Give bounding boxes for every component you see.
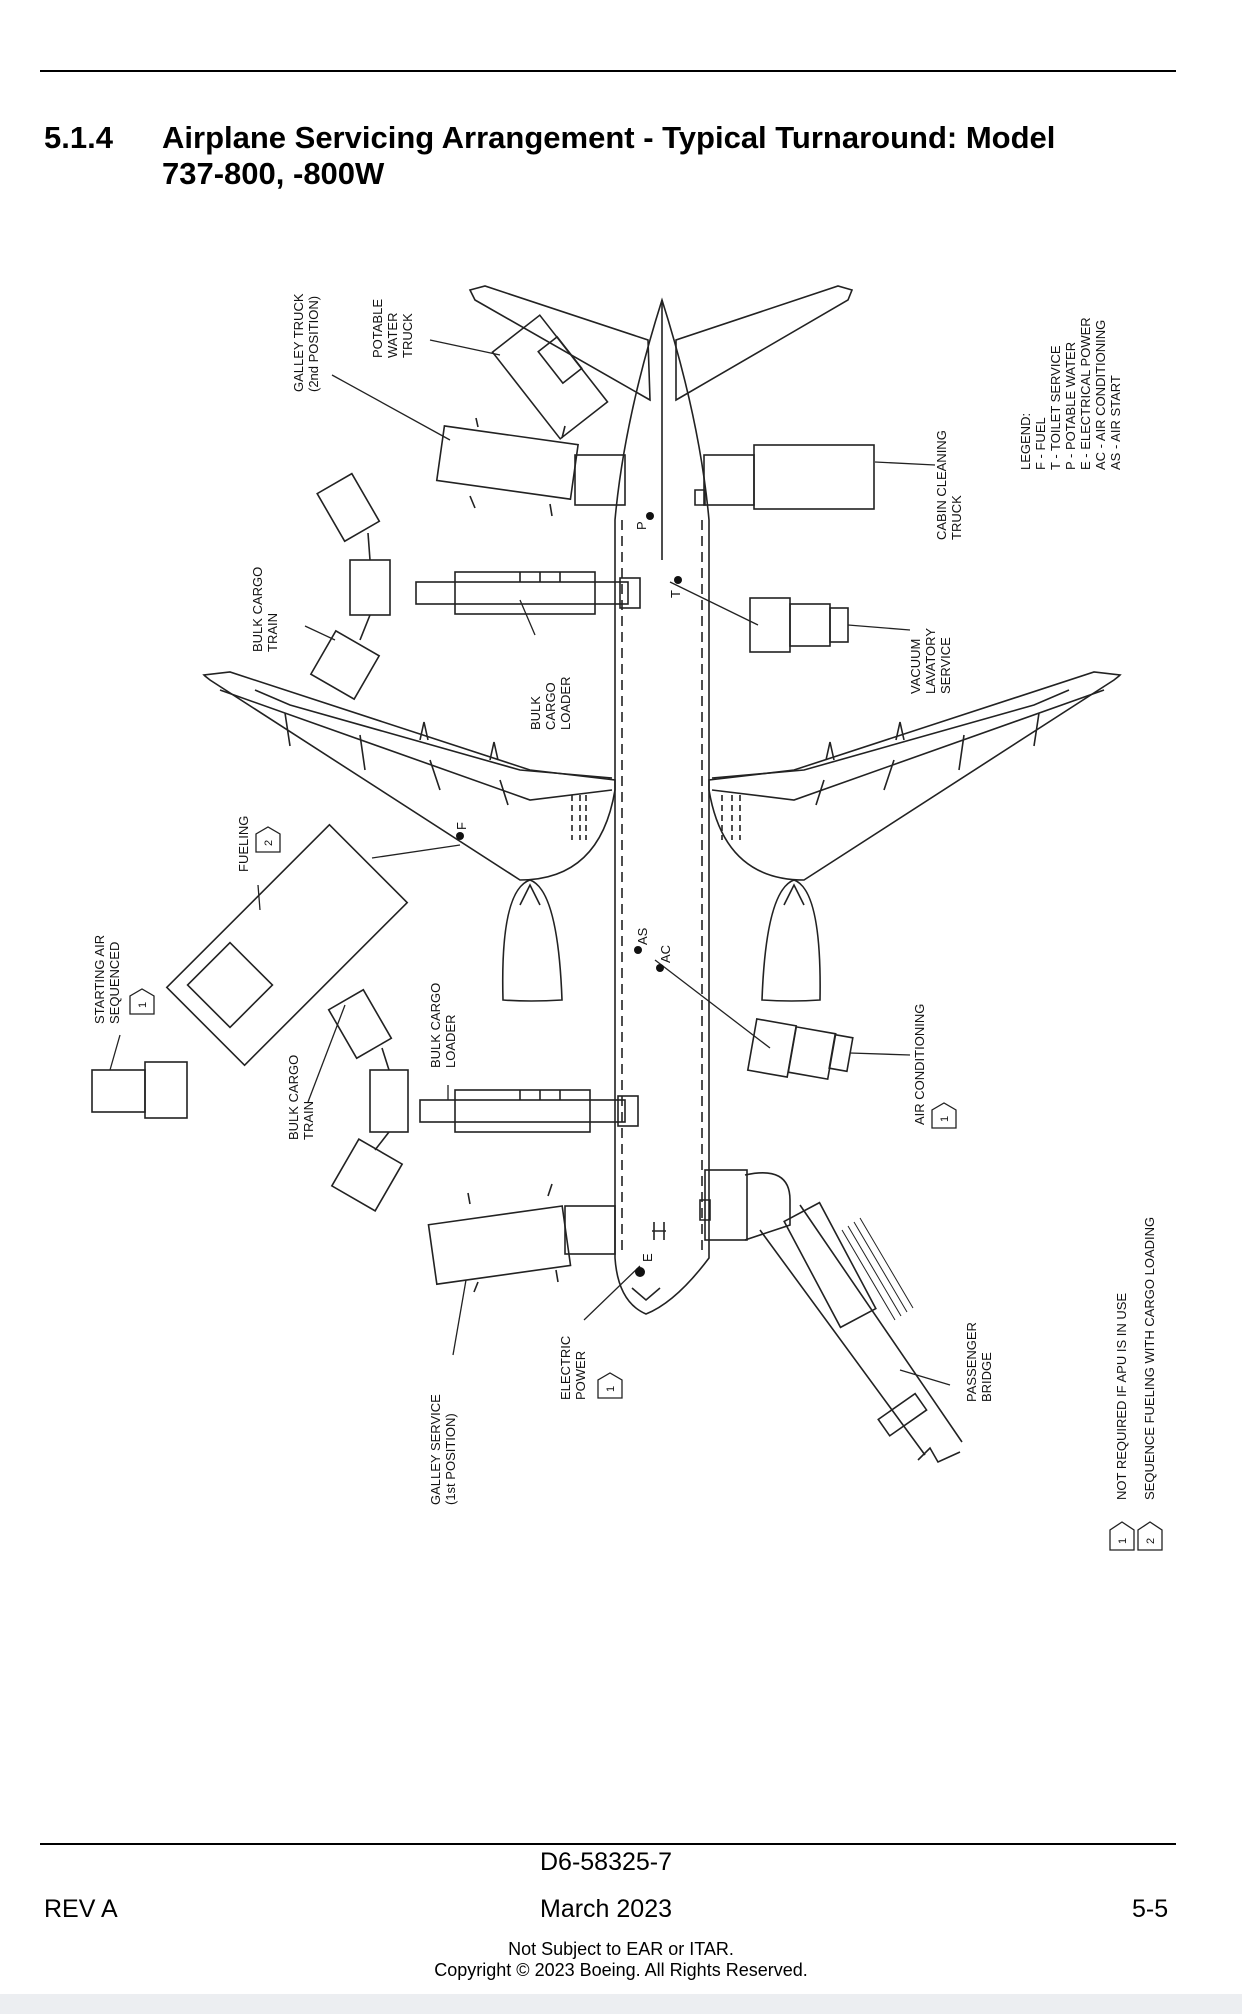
passenger-bridge <box>704 1169 963 1464</box>
point-e-label: E <box>640 1253 655 1262</box>
stabilizer-right <box>675 285 854 402</box>
point-f-label: F <box>454 822 469 830</box>
bulk-cargo-train-fwd <box>309 472 391 701</box>
legend-title: LEGEND: <box>1018 413 1033 470</box>
label-cabin-cleaning-truck: CABIN CLEANING TRUCK <box>934 427 964 540</box>
fuel-truck <box>165 823 409 1067</box>
label-bulk-cargo-train-aft: BULK CARGO TRAIN <box>286 1051 316 1140</box>
page-number: 5-5 <box>1132 1895 1169 1923</box>
legend-item-air-conditioning: AC - AIR CONDITIONING <box>1093 320 1108 470</box>
label-bulk-cargo-loader-fwd: BULK CARGO LOADER <box>528 677 573 730</box>
revision: REV A <box>44 1895 118 1923</box>
fuselage <box>614 297 710 1315</box>
engine-right-inlet <box>783 883 805 906</box>
label-starting-air: STARTING AIR SEQUENCED <box>92 931 122 1024</box>
flag-fueling <box>255 826 281 853</box>
label-bulk-cargo-loader-aft: BULK CARGO LOADER <box>428 979 458 1068</box>
flag-air-conditioning <box>931 1102 957 1129</box>
point-ac-label: AC <box>658 945 673 963</box>
note-1-number: 1 <box>1117 1538 1129 1544</box>
header-rule <box>40 70 1176 72</box>
airplane <box>202 285 1122 1315</box>
service-points <box>456 512 682 1277</box>
section-title-line1: Airplane Servicing Arrangement - Typical… <box>162 120 1056 155</box>
cabin-cleaning-truck <box>703 444 875 510</box>
section-number: 5.1.4 <box>44 120 113 155</box>
point-as-label: AS <box>635 927 650 945</box>
wing-right-flaps <box>711 689 1105 806</box>
label-passenger-bridge: PASSENGER BRIDGE <box>964 1318 994 1402</box>
point-as-marker <box>634 946 642 954</box>
note-1-flag <box>1109 1521 1135 1551</box>
point-f-marker <box>456 832 464 840</box>
legend-item-water: P - POTABLE WATER <box>1063 342 1078 470</box>
bulk-cargo-loader-aft <box>419 1089 639 1133</box>
point-t-label: T <box>668 590 683 598</box>
vacuum-lavatory-truck <box>749 597 849 653</box>
point-p-marker <box>646 512 654 520</box>
label-potable-water-truck: POTABLE WATER TRUCK <box>370 295 415 358</box>
label-bulk-cargo-train-fwd: BULK CARGO TRAIN <box>250 563 280 652</box>
main-gear <box>571 795 741 840</box>
label-galley-truck: GALLEY TRUCK (2nd POSITION) <box>291 290 321 392</box>
galley-service-truck <box>427 1183 616 1293</box>
notes <box>1109 1521 1163 1551</box>
engine-left-inlet <box>519 883 541 906</box>
nose-gear <box>652 1222 666 1240</box>
flag-markers <box>129 826 957 1399</box>
potable-water-truck <box>491 314 609 440</box>
engine-right <box>761 879 821 1002</box>
point-t-marker <box>674 576 682 584</box>
export-notice: Not Subject to EAR or ITAR. <box>508 1939 734 1959</box>
air-conditioning-cart <box>746 1017 854 1081</box>
label-vacuum-lavatory: VACUUM LAVATORY SERVICE <box>908 625 953 694</box>
flag-starting-air <box>129 988 155 1015</box>
flag-electric-power-number: 1 <box>605 1386 617 1392</box>
bulk-cargo-train-aft <box>327 988 409 1212</box>
legend-item-electrical: E - ELECTRICAL POWER <box>1078 317 1093 470</box>
label-galley-service: GALLEY SERVICE (1st POSITION) <box>428 1391 458 1505</box>
flag-starting-air-number: 1 <box>137 1002 149 1008</box>
flag-electric-power <box>597 1372 623 1399</box>
label-electric-power: ELECTRIC POWER <box>558 1332 588 1400</box>
stabilizer-left <box>468 285 651 402</box>
note-2-text: SEQUENCE FUELING WITH CARGO LOADING <box>1142 1217 1157 1500</box>
engine-left <box>501 879 563 1002</box>
cockpit-window <box>631 1287 661 1302</box>
point-ac-marker <box>656 964 664 972</box>
bulk-cargo-loader-fwd <box>415 571 641 615</box>
wing-left <box>202 671 616 881</box>
point-p-label: P <box>634 521 649 530</box>
section-title: Airplane Servicing Arrangement - Typical… <box>162 120 1122 192</box>
flag-air-conditioning-number: 1 <box>939 1116 951 1122</box>
note-2-number: 2 <box>1145 1538 1157 1544</box>
flap-fairings <box>419 721 905 761</box>
legend: LEGEND: F - FUEL T - TOILET SERVICE P - … <box>1018 314 1123 470</box>
point-e-marker <box>635 1267 645 1277</box>
footer-rule <box>40 1843 1176 1845</box>
legend-item-fuel: F - FUEL <box>1033 418 1048 470</box>
note-1-text: NOT REQUIRED IF APU IS IN USE <box>1114 1293 1129 1500</box>
starting-air-cart <box>91 1061 188 1119</box>
viewer-bottom-bar <box>0 1994 1242 2014</box>
note-2-flag <box>1137 1521 1163 1551</box>
label-air-conditioning: AIR CONDITIONING <box>912 1004 927 1125</box>
label-fueling: FUELING <box>236 816 251 872</box>
doc-number: D6-58325-7 <box>540 1848 673 1876</box>
wing-right <box>708 671 1122 881</box>
legend-item-toilet: T - TOILET SERVICE <box>1048 345 1063 470</box>
galley-truck-2nd <box>435 417 626 517</box>
wing-left-flaps <box>219 689 613 806</box>
section-title-line2: 737-800, -800W <box>162 156 385 191</box>
leader-lines <box>109 339 951 1386</box>
door-stubs <box>694 489 711 1221</box>
copyright: Copyright © 2023 Boeing. All Rights Rese… <box>434 1960 808 1980</box>
flag-fueling-number: 2 <box>263 840 275 846</box>
legend-item-air-start: AS - AIR START <box>1108 375 1123 470</box>
date: March 2023 <box>540 1895 673 1923</box>
